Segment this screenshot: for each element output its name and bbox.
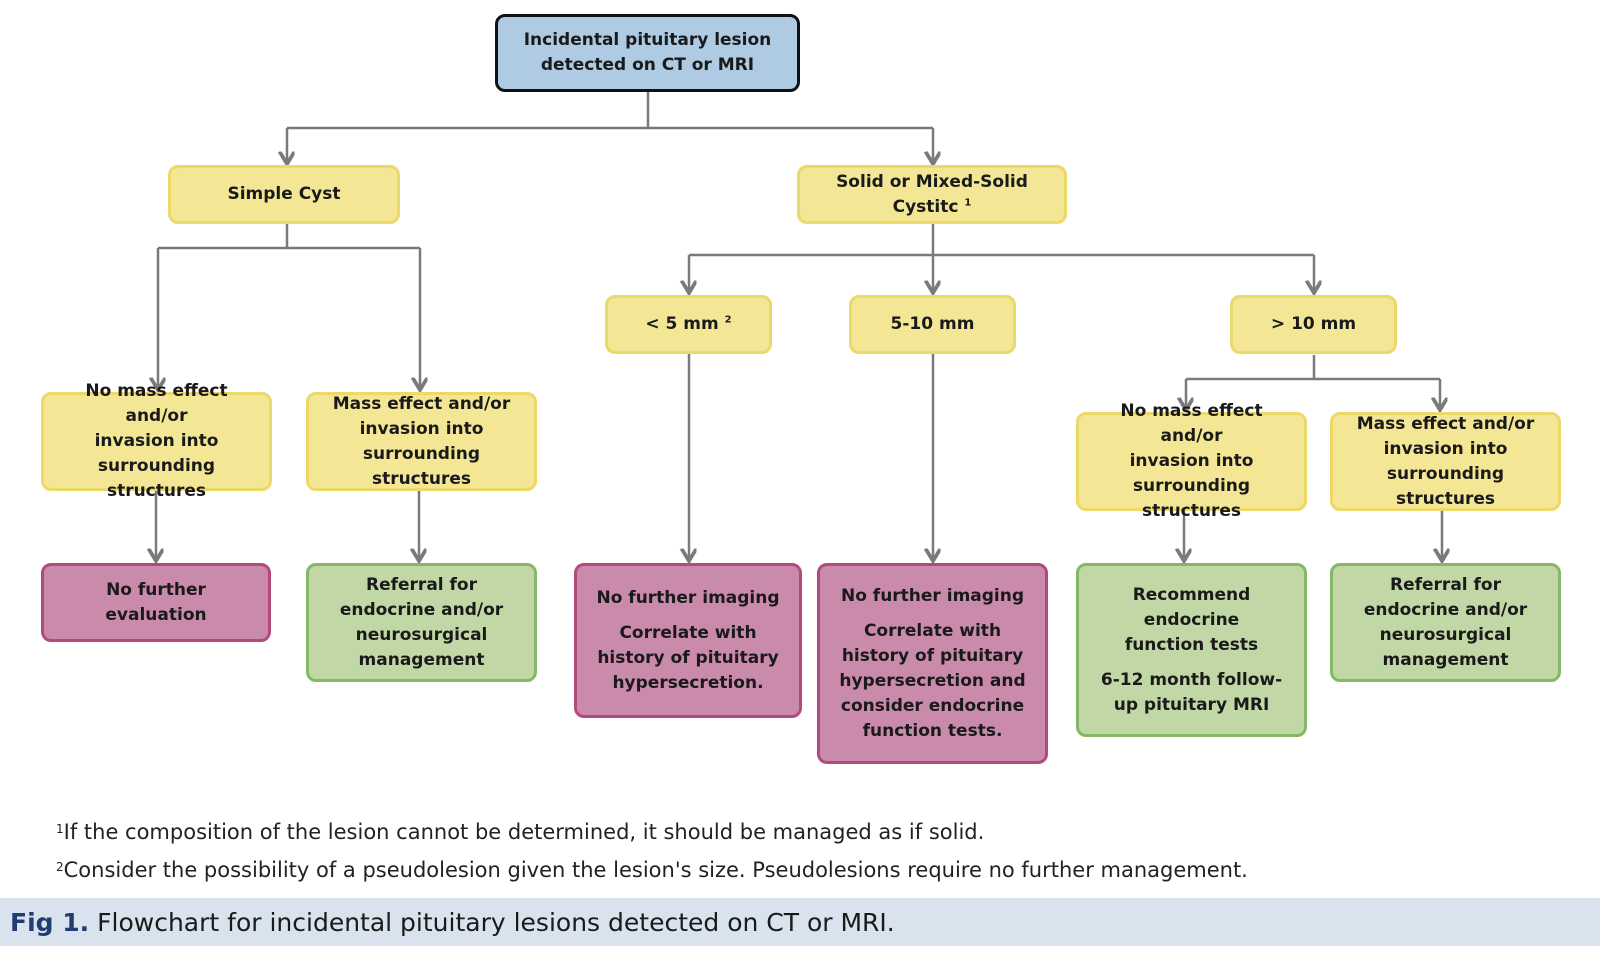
footnote-1-text: If the composition of the lesion cannot … (63, 820, 985, 844)
size-gt10-label: > 10 mm (1270, 314, 1357, 334)
root-node-line-1: Incidental pituitary lesion (523, 30, 772, 50)
gt10-no-mass-effect-node: No mass effect and/or invasion into surr… (1076, 401, 1307, 521)
gt10-no-mass-line-2: invasion into (1129, 451, 1254, 471)
caption-text: Flowchart for incidental pituitary lesio… (97, 907, 895, 937)
cyst-referral-node: Referral for endocrine and/or neurosurgi… (306, 563, 537, 682)
mm5-10-outcome-line-2: history of pituitary (841, 645, 1024, 666)
cyst-no-mass-effect-node: No mass effect and/or invasion into surr… (41, 381, 272, 501)
cyst-no-mass-line-2: invasion into (94, 431, 219, 451)
cyst-referral-line-3: neurosurgical (355, 624, 488, 645)
gt10-followup-line-2: up pituitary MRI (1113, 694, 1270, 715)
root-node-line-2: detected on CT or MRI (540, 55, 755, 75)
size-5-10-label: 5-10 mm (890, 314, 975, 334)
size-5-10-outcome-node: No further imaging Correlate with histor… (817, 563, 1048, 764)
root-node: Incidental pituitary lesion detected on … (495, 14, 800, 92)
lt5-outcome-node: No further imaging Correlate with histor… (574, 563, 802, 718)
cyst-mass-line-2: invasion into (359, 418, 484, 439)
gt10-no-mass-line-1: No mass effect and/or (1120, 401, 1263, 446)
mm5-10-outcome-line-1: Correlate with (863, 620, 1002, 641)
gt10-recommend-line-2: endocrine (1143, 609, 1240, 630)
caption-label: Fig 1. (10, 907, 90, 937)
solid-node: Solid or Mixed-Solid Cystitc 1 (797, 165, 1067, 224)
solid-label: Solid or Mixed-Solid Cystitc 1 (836, 171, 1028, 217)
cyst-mass-effect-node: Mass effect and/or invasion into surroun… (306, 392, 537, 491)
cyst-referral-line-1: Referral for (366, 574, 477, 595)
mm5-10-outcome-line-5: function tests. (862, 720, 1003, 741)
footnote-1-mark: 1 (56, 822, 64, 836)
simple-cyst-label: Simple Cyst (227, 184, 341, 204)
cyst-mass-line-3: surrounding structures (362, 443, 481, 489)
cyst-no-mass-line-1: No mass effect and/or (85, 381, 228, 426)
size-lt5-label: < 5 mm 2 (645, 314, 732, 334)
lt5-outcome-line-3: hypersecretion. (612, 672, 764, 693)
figure-caption: Fig 1. Flowchart for incidental pituitar… (0, 898, 1600, 946)
gt10-recommend-line-1: Recommend (1132, 584, 1251, 605)
size-gt10-node: > 10 mm (1230, 295, 1397, 354)
simple-cyst-node: Simple Cyst (168, 165, 400, 224)
gt10-mass-line-1: Mass effect and/or (1356, 413, 1535, 434)
gt10-recommend-node: Recommend endocrine function tests 6-12 … (1076, 563, 1307, 737)
gt10-mass-effect-node: Mass effect and/or invasion into surroun… (1330, 412, 1561, 511)
mm5-10-outcome-heading: No further imaging (840, 585, 1025, 606)
gt10-followup-line-1: 6-12 month follow- (1100, 669, 1283, 690)
gt10-referral-line-4: management (1382, 649, 1509, 670)
gt10-no-mass-line-3: surrounding structures (1132, 476, 1251, 521)
gt10-referral-line-2: endocrine and/or (1363, 599, 1528, 620)
lt5-footnote-ref: 2 (724, 314, 732, 326)
lt5-outcome-line-1: Correlate with (619, 622, 757, 643)
gt10-referral-line-1: Referral for (1390, 574, 1501, 595)
footnote-2-mark: 2 (56, 860, 64, 874)
footnote-2-text: Consider the possibility of a pseudolesi… (63, 858, 1248, 882)
gt10-recommend-line-3: function tests (1124, 634, 1259, 655)
cyst-no-mass-line-3: surrounding structures (97, 456, 216, 501)
cyst-mass-line-1: Mass effect and/or (332, 393, 511, 414)
size-lt5-node: < 5 mm 2 (605, 295, 772, 354)
footnote-2: 2Consider the possibility of a pseudoles… (56, 858, 1248, 882)
lt5-outcome-heading: No further imaging (596, 587, 780, 608)
solid-footnote-ref: 1 (964, 196, 972, 208)
mm5-10-outcome-line-3: hypersecretion and (839, 670, 1026, 691)
footnote-1: 1If the composition of the lesion cannot… (56, 820, 984, 844)
cyst-referral-line-4: management (358, 649, 485, 670)
no-further-eval-line-1: No further (106, 579, 206, 600)
no-further-evaluation-node: No further evaluation (41, 563, 271, 642)
gt10-mass-line-3: surrounding structures (1386, 463, 1505, 509)
size-5-10-node: 5-10 mm (849, 295, 1016, 354)
gt10-mass-line-2: invasion into (1383, 438, 1508, 459)
lt5-outcome-line-2: history of pituitary (597, 647, 779, 668)
cyst-referral-line-2: endocrine and/or (339, 599, 504, 620)
gt10-referral-line-3: neurosurgical (1379, 624, 1512, 645)
gt10-referral-node: Referral for endocrine and/or neurosurgi… (1330, 563, 1561, 682)
mm5-10-outcome-line-4: consider endocrine (840, 695, 1025, 716)
no-further-eval-line-2: evaluation (105, 604, 207, 625)
